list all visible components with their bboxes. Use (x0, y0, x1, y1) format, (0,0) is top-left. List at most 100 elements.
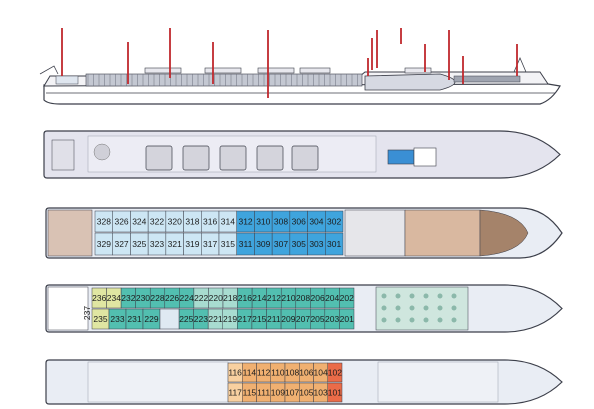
restaurant-table (381, 317, 387, 323)
restaurant-table (395, 317, 401, 323)
ruby-upper-cabin-label: 202 (340, 293, 354, 303)
sapphire-lower-cabin-label: 317 (203, 239, 217, 249)
ruby-lower-fore-cabin-label: 225 (179, 314, 193, 324)
ruby-upper-cabin-202 (339, 287, 355, 309)
sapphire-lower-cabin-label: 311 (239, 239, 253, 249)
restaurant-table (423, 317, 429, 323)
shade-canopy (145, 145, 173, 171)
restaurant-table (409, 293, 415, 299)
lower-lower-cabin-label: 103 (314, 388, 328, 398)
whirlpool (387, 149, 415, 165)
sun-deck-bar (413, 147, 437, 167)
lower-lower-cabin-label: 101 (328, 388, 342, 398)
restaurant-table (409, 305, 415, 311)
sapphire-lower-cabin-label: 315 (221, 239, 235, 249)
lower-lower-cabin-label: 117 (228, 388, 242, 398)
ruby-lower-fore-cabin-label: 221 (208, 314, 222, 324)
restaurant-table (423, 293, 429, 299)
stern-railing (39, 65, 59, 75)
shade-canopy (291, 145, 319, 171)
ruby-lower-fore-cabin-label: 217 (238, 314, 252, 324)
sapphire-lower-cabin-label: 325 (132, 239, 146, 249)
ruby-upper-cabin-label: 220 (209, 293, 223, 303)
restaurant-table (437, 317, 443, 323)
ruby-upper-cabin-label: 236 (92, 293, 106, 303)
lower-lower-cabin-label: 111 (257, 388, 270, 398)
ruby-upper-cabin-label: 206 (311, 293, 325, 303)
ruby-upper-cabin-label: 230 (136, 293, 150, 303)
restaurant-table (423, 305, 429, 311)
ruby-lower-fore-cabin-label: 201 (340, 314, 354, 324)
sapphire-lower-cabin-label: 323 (150, 239, 164, 249)
restaurant-table (381, 293, 387, 299)
ruby-lower-aft-cabin-label: 231 (127, 314, 141, 324)
lower-upper-cabin-label: 116 (228, 368, 242, 378)
restaurant-table (437, 293, 443, 299)
sapphire-lower-cabin-label: 305 (292, 239, 306, 249)
sapphire-lower-cabin-label: 319 (185, 239, 199, 249)
sapphire-upper-cabin-label: 328 (97, 217, 111, 227)
restaurant-table (451, 317, 457, 323)
lower-upper-cabin-label: 106 (299, 368, 313, 378)
ruby-upper-cabin-label: 218 (223, 293, 237, 303)
sapphire-upper-cabin-label: 306 (292, 217, 306, 227)
bow-terrace (479, 209, 529, 257)
ruby-upper-cabin-label: 228 (150, 293, 164, 303)
ruby-upper-cabin-label: 208 (296, 293, 310, 303)
sapphire-lower-cabin-label: 301 (327, 239, 341, 249)
sapphire-upper-cabin-label: 310 (256, 217, 270, 227)
ruby-corner-cabin-label: 237 (82, 306, 92, 320)
sapphire-lower-cabin-label: 307 (274, 239, 288, 249)
ruby-lower-aft-cabin-label: 235 (93, 314, 107, 324)
sun-deck (43, 130, 561, 179)
ruby-lower-fore-cabin-label: 203 (325, 314, 339, 324)
lower-upper-cabin-label: 102 (328, 368, 342, 378)
lower-upper-cabin-label: 114 (243, 368, 257, 378)
lower-lower-cabin-label: 107 (285, 388, 299, 398)
sun-deck-canopy (144, 67, 182, 74)
sun-deck-canopy (299, 67, 331, 74)
ruby-lower-fore-cabin-label: 205 (310, 314, 324, 324)
putting-green (93, 143, 111, 161)
sapphire-lower-cabin-label: 321 (168, 239, 182, 249)
ruby-upper-cabin-label: 214 (252, 293, 266, 303)
sapphire-upper-cabin-label: 312 (238, 217, 252, 227)
sapphire-upper-cabin-label: 318 (185, 217, 199, 227)
ruby-lower-aft-cabin-label: 229 (144, 314, 158, 324)
sapphire-lower-cabin-301 (325, 232, 344, 256)
sapphire-lower-cabin-label: 303 (309, 239, 323, 249)
lower-lower-cabin-label: 109 (271, 388, 285, 398)
restaurant-table (451, 305, 457, 311)
sapphire-upper-cabin-label: 324 (132, 217, 146, 227)
sapphire-upper-cabin-label: 320 (168, 217, 182, 227)
ruby-upper-cabin-label: 212 (267, 293, 281, 303)
ruby-upper-cabin-label: 222 (194, 293, 208, 303)
sapphire-upper-cabin-label: 322 (150, 217, 164, 227)
ruby-upper-cabin-label: 226 (165, 293, 179, 303)
sapphire-upper-cabin-label: 304 (309, 217, 323, 227)
ruby-lower-fore-cabin-label: 215 (252, 314, 266, 324)
ruby-lower-aft-cabin-label: 233 (110, 314, 124, 324)
lower-lower-cabin-label: 115 (243, 388, 257, 398)
ruby-upper-cabin-label: 210 (281, 293, 295, 303)
sapphire-upper-cabin-label: 314 (221, 217, 235, 227)
lower-upper-cabin-label: 112 (257, 368, 271, 378)
lower-lower-cabin-label: 105 (299, 388, 313, 398)
sapphire-upper-cabin-label: 326 (114, 217, 128, 227)
ruby-lower-fore-cabin-label: 209 (281, 314, 295, 324)
ruby-lower-fore-cabin-label: 219 (223, 314, 237, 324)
crew-area-fore (377, 361, 499, 403)
sapphire-lower-cabin-label: 309 (256, 239, 270, 249)
aft-lounge (47, 209, 93, 257)
sun-deck-canopy (257, 67, 295, 74)
ruby-stairwell (159, 308, 180, 330)
main-lounge (404, 209, 481, 257)
reception-area (344, 209, 406, 257)
sun-deck-canopy (204, 67, 242, 74)
ruby-upper-cabin-label: 216 (238, 293, 252, 303)
restaurant-table (395, 293, 401, 299)
wheelhouse-mast (513, 56, 527, 73)
shade-canopy (182, 145, 210, 171)
